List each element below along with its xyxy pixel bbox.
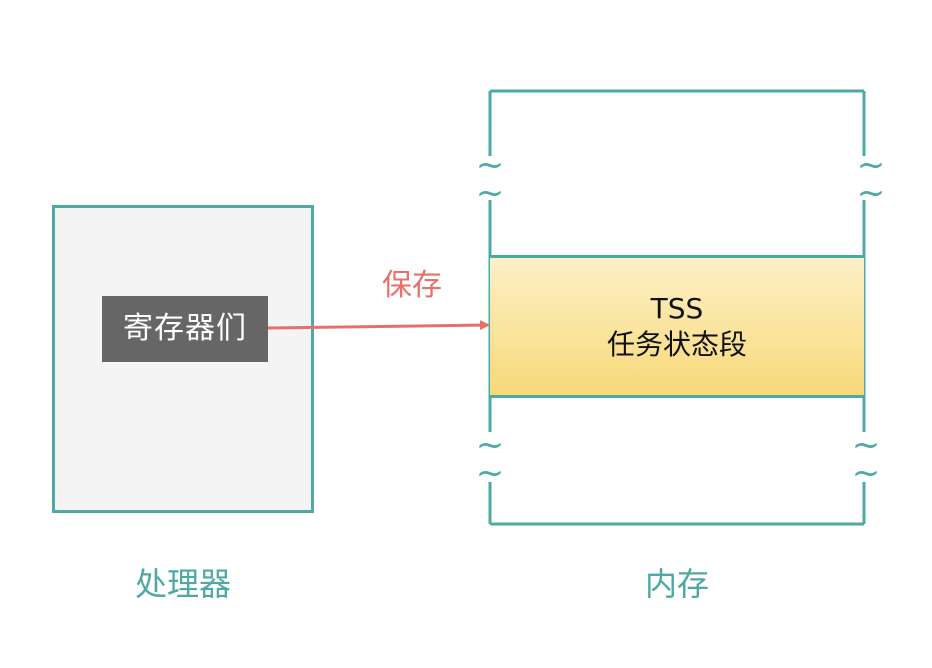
break-mark-left-lower-1: ~ [476,425,505,465]
break-mark-right-upper-2: ~ [857,173,886,213]
break-mark-left-lower-2: ~ [476,453,505,493]
memory-caption: 内存 [644,565,709,603]
break-mark-right-lower-2: ~ [852,453,881,493]
break-mark-right-upper-1: ~ [857,145,886,185]
processor-caption: 处理器 [134,565,231,603]
tss-title: TSS [650,291,704,325]
break-mark-right-lower-1: ~ [852,425,881,465]
tss-subtitle: 任务状态段 [606,327,747,361]
tss-segment: TSS 任务状态段 [490,255,864,398]
registers-label: 寄存器们 [102,296,268,362]
save-arrow-label: 保存 [382,268,442,303]
break-mark-left-upper-1: ~ [476,145,505,185]
break-mark-left-upper-2: ~ [476,173,505,213]
